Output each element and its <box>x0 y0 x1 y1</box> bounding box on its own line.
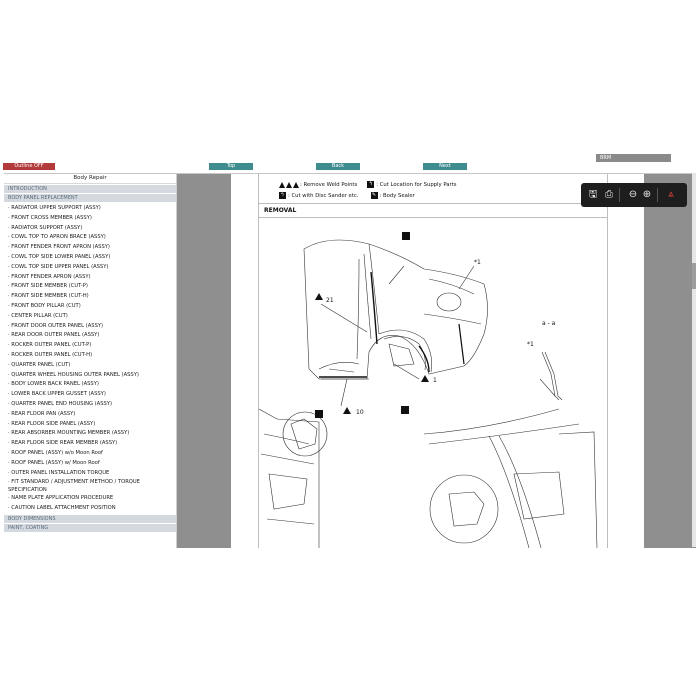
pdf-toolbar: 🖫 ⎙ ⊖ ⊕ ⩓ <box>581 183 687 207</box>
sidebar-item[interactable]: · REAR DOOR OUTER PANEL (ASSY) <box>8 332 100 339</box>
section-label-a-a: a - a <box>542 320 556 327</box>
callout-star1: *1 <box>474 259 481 266</box>
legend-text-cut-location: : Cut Location for Supply Parts <box>376 181 457 188</box>
toolbar-separator <box>657 188 658 202</box>
weld-marker <box>315 293 323 300</box>
weld-triangle-icon <box>293 181 299 188</box>
sidebar-item[interactable]: · QUARTER WHEEL HOUSING OUTER PANEL (ASS… <box>8 371 139 378</box>
sidebar-item[interactable]: · REAR FLOOR PAN (ASSY) <box>8 410 76 417</box>
zoom-in-icon[interactable]: ⊕ <box>642 189 652 200</box>
sidebar-item[interactable]: · QUARTER PANEL (CUT) <box>8 361 71 368</box>
zoom-out-icon[interactable]: ⊖ <box>628 189 638 200</box>
callout-1: 1 <box>433 377 437 384</box>
weld-marker <box>421 375 429 382</box>
sidebar-item[interactable]: · NAME PLATE APPLICATION PROCEDURE <box>8 495 114 502</box>
sidebar-gutter <box>177 174 231 548</box>
body-sealer-icon: ✎ <box>370 192 378 199</box>
toolbar-separator <box>619 188 620 202</box>
sidebar-item[interactable]: · FRONT SIDE MEMBER (CUT-H) <box>8 293 89 300</box>
sealer-marker <box>401 406 409 414</box>
sidebar-section-paint-coating[interactable]: PAINT, COATING <box>4 523 176 532</box>
sidebar-title: Body Repair <box>4 174 176 184</box>
sidebar-item[interactable]: · REAR FLOOR SIDE PANEL (ASSY) <box>8 420 96 427</box>
brm-label: BRM <box>596 154 671 162</box>
sidebar-item[interactable]: · QUARTER PANEL END HOUSING (ASSY) <box>8 400 112 407</box>
legend-text-sealer: : Body Sealer <box>379 192 415 199</box>
sidebar-item[interactable]: · COWL TOP SIDE LOWER PANEL (ASSY) <box>8 253 111 260</box>
sidebar-item[interactable]: · ROOF PANEL (ASSY) w/o Moon Roof <box>8 449 103 456</box>
sidebar-item[interactable]: · RADIATOR SUPPORT (ASSY) <box>8 224 83 231</box>
vertical-scrollbar[interactable] <box>692 173 696 547</box>
callout-star1-section: *1 <box>527 341 534 348</box>
content-pane: : Remove Weld Points ϟ : Cut Location fo… <box>231 174 644 548</box>
lightning-marker <box>315 410 323 418</box>
sidebar-item[interactable]: · FRONT FENDER APRON (ASSY) <box>8 273 91 280</box>
sidebar-item[interactable]: · FRONT CROSS MEMBER (ASSY) <box>8 214 92 221</box>
sidebar-item[interactable]: · ROCKER OUTER PANEL (CUT-P) <box>8 342 92 349</box>
sidebar-section-body-dimensions[interactable]: BODY DIMENSIONS <box>4 514 176 523</box>
sidebar-item[interactable]: · REAR FLOOR SIDE REAR MEMBER (ASSY) <box>8 440 118 447</box>
section-heading: REMOVAL <box>264 207 297 214</box>
sidebar-item[interactable]: · ROCKER OUTER PANEL (CUT-H) <box>8 351 93 358</box>
sidebar-item[interactable]: · REAR ABSORBER MOUNTING MEMBER (ASSY) <box>8 430 130 437</box>
sidebar-item[interactable]: · ROOF PANEL (ASSY) w/ Moon Roof <box>8 459 100 466</box>
sidebar-item[interactable]: · LOWER BACK UPPER GUSSET (ASSY) <box>8 391 106 398</box>
weld-marker <box>343 407 351 414</box>
sidebar-item[interactable]: · FRONT FENDER FRONT APRON (ASSY) <box>8 244 110 251</box>
legend-text-weld: : Remove Weld Points <box>300 181 358 188</box>
weld-triangle-icon <box>286 181 292 188</box>
scrollbar-thumb[interactable] <box>692 263 696 289</box>
top-button[interactable]: Top <box>209 163 253 170</box>
main-frame: Body Repair INTRODUCTION BODY PANEL REPL… <box>4 173 696 548</box>
sidebar-item[interactable]: · CAUTION LABEL ATTACHMENT POSITION <box>8 505 116 512</box>
callout-21: 21 <box>326 297 334 304</box>
sidebar-item[interactable]: · FIT STANDARD / ADJUSTMENT METHOD / TOR… <box>8 479 140 494</box>
divider <box>259 203 607 204</box>
sidebar-item-list: · RADIATOR UPPER SUPPORT (ASSY) · FRONT … <box>4 204 176 514</box>
sidebar-item[interactable]: · FRONT SIDE MEMBER (CUT-P) <box>8 283 88 290</box>
legend-row-sander: ϟ : Cut with Disc Sander etc. ✎ : Body S… <box>279 190 457 201</box>
right-gutter <box>644 174 696 548</box>
symbol-legend: : Remove Weld Points ϟ : Cut Location fo… <box>279 179 457 201</box>
sidebar-item[interactable]: · OUTER PANEL INSTALLATION TORQUE <box>8 469 110 476</box>
sidebar-item[interactable]: · FRONT BODY PILLAR (CUT) <box>8 302 81 309</box>
sidebar-item[interactable]: · FRONT DOOR OUTER PANEL (ASSY) <box>8 322 104 329</box>
sidebar-item[interactable]: · RADIATOR UPPER SUPPORT (ASSY) <box>8 205 101 211</box>
sidebar-section-introduction[interactable]: INTRODUCTION <box>4 185 176 193</box>
sidebar-section-body-panel-replacement[interactable]: BODY PANEL REPLACEMENT <box>4 194 176 202</box>
print-icon[interactable]: ⎙ <box>605 189 613 200</box>
lightning-cut-icon: ϟ <box>367 181 375 188</box>
removal-diagram: 21 1 10 *1 *1 a - a <box>259 232 598 548</box>
disc-sander-icon: ϟ <box>279 192 286 199</box>
legend-text-disc: : Cut with Disc Sander etc. <box>288 192 359 199</box>
top-toolbar: Outline OFF Top Back Next <box>0 160 700 172</box>
save-icon[interactable]: 🖫 <box>588 189 598 200</box>
next-button[interactable]: Next <box>423 163 467 170</box>
sidebar-item[interactable]: · BODY LOWER BACK PANEL (ASSY) <box>8 381 99 388</box>
acrobat-icon[interactable]: ⩓ <box>668 189 674 200</box>
sidebar: Body Repair INTRODUCTION BODY PANEL REPL… <box>4 174 177 548</box>
sidebar-item[interactable]: · COWL TOP SIDE UPPER PANEL (ASSY) <box>8 263 109 270</box>
back-button[interactable]: Back <box>316 163 360 170</box>
sidebar-item[interactable]: · COWL TOP TO APRON BRACE (ASSY) <box>8 234 106 241</box>
callout-markers <box>315 232 429 418</box>
lightning-marker <box>402 232 410 240</box>
divider <box>259 217 607 218</box>
callout-10: 10 <box>356 409 364 416</box>
document-page: : Remove Weld Points ϟ : Cut Location fo… <box>258 174 608 548</box>
legend-row-weld: : Remove Weld Points ϟ : Cut Location fo… <box>279 179 457 190</box>
sidebar-item[interactable]: · CENTER PILLAR (CUT) <box>8 312 68 319</box>
weld-triangle-icon <box>279 181 285 188</box>
outline-toggle-button[interactable]: Outline OFF <box>3 163 55 170</box>
